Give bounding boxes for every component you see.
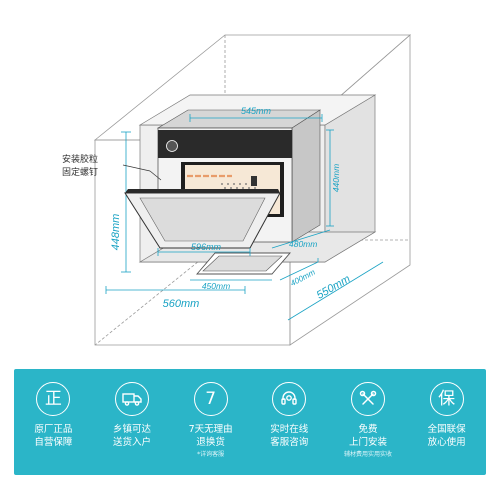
oven-height-label: 440mm xyxy=(331,164,341,192)
callout-label-line2: 固定螺钉 xyxy=(62,166,98,178)
callout-label-line1: 安装胶粒 xyxy=(62,153,98,165)
service-warranty: 保 全国联保 放心使用 xyxy=(410,382,484,459)
service-subtitle: 自营保障 xyxy=(34,437,73,448)
service-title: 全国联保 xyxy=(427,424,466,435)
service-title: 乡镇可达 xyxy=(112,424,151,435)
cabinet-dimension-lines xyxy=(105,131,384,321)
oven-door-open xyxy=(124,189,281,249)
control-panel xyxy=(158,130,292,158)
door-width-label: 596mm xyxy=(191,242,222,252)
service-support: 实时在线 客服咨询 xyxy=(252,382,326,459)
cutout-depth-label: 400mm xyxy=(289,267,317,288)
service-note: *详询客服 xyxy=(197,451,225,458)
service-list: 正 原厂正品 自营保障 乡镇可达 送货入户 7 7天无理由 退换货 *详询客服 xyxy=(14,369,486,459)
cabinet-width-label: 560mm xyxy=(163,298,200,310)
service-title: 免费 xyxy=(358,424,378,435)
cabinet-height-label: 448mm xyxy=(110,214,122,251)
oven-width-label: 545mm xyxy=(241,106,272,116)
headset-icon xyxy=(272,382,307,416)
service-band: 正 原厂正品 自营保障 乡镇可达 送货入户 7 7天无理由 退换货 *详询客服 xyxy=(14,369,486,475)
service-subtitle: 退换货 xyxy=(196,437,225,448)
service-subtitle: 送货入户 xyxy=(112,437,151,448)
installation-diagram: 安装胶粒 固定螺钉 545mm 440mm 480mm 596mm 450mm … xyxy=(62,34,412,346)
service-note: 辅材费用实用实收 xyxy=(343,451,392,458)
service-subtitle: 上门安装 xyxy=(348,437,387,448)
service-subtitle: 客服咨询 xyxy=(270,437,309,448)
service-genuine: 正 原厂正品 自营保障 xyxy=(16,382,90,459)
floor-cutout xyxy=(196,252,291,275)
cabinet-depth-label: 550mm xyxy=(315,273,353,302)
seven-icon: 7 xyxy=(193,382,228,416)
bao-icon: 保 xyxy=(429,382,464,416)
service-delivery: 乡镇可达 送货入户 xyxy=(95,382,169,459)
service-title: 实时在线 xyxy=(270,424,309,435)
service-title: 原厂正品 xyxy=(34,424,73,435)
service-installation: 免费 上门安装 辅材费用实用实收 xyxy=(331,382,405,459)
oven-depth-label: 480mm xyxy=(289,239,317,249)
oven-dimension-lines xyxy=(157,114,334,256)
zheng-icon: 正 xyxy=(36,382,71,416)
service-subtitle: 放心使用 xyxy=(427,437,466,448)
service-title: 7天无理由 xyxy=(188,424,233,435)
control-knob-icon xyxy=(166,140,178,152)
delivery-truck-icon xyxy=(114,382,149,416)
cutout-dimension-lines xyxy=(190,258,319,281)
cutout-width-label: 450mm xyxy=(202,281,230,291)
wrench-screwdriver-icon xyxy=(350,382,385,416)
callout-leader xyxy=(122,164,162,181)
service-return: 7 7天无理由 退换货 *详询客服 xyxy=(174,382,248,459)
